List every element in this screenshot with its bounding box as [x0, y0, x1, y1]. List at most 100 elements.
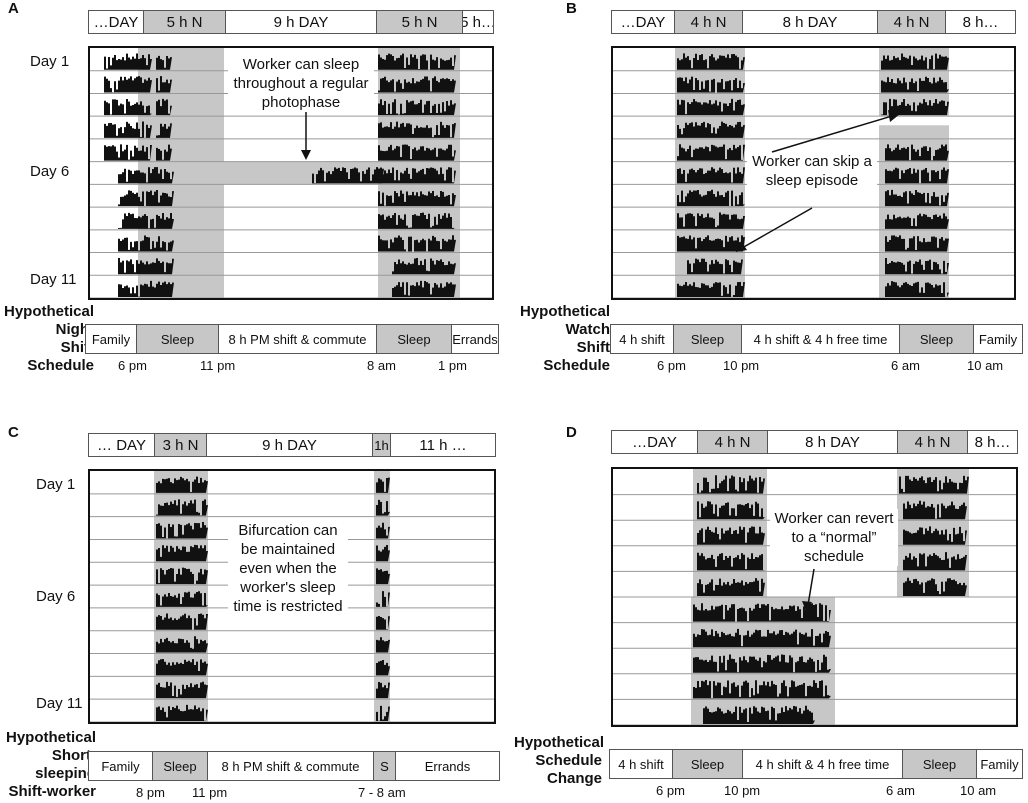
activity-burst — [378, 76, 456, 93]
day-label-11: Day 11 — [36, 695, 83, 712]
activity-burst — [376, 477, 390, 493]
schedule-sleep: Sleep — [673, 750, 743, 778]
time-label: 1 pm — [438, 358, 467, 373]
schedule-title-line: Shift-worker — [8, 783, 96, 800]
light-dark-bar: …DAY 5 h N 9 h DAY 5 h N 5 h… — [88, 10, 494, 34]
schedule-errands: Errands — [424, 758, 471, 774]
activity-burst — [376, 705, 390, 721]
panel-label: D — [566, 424, 577, 441]
activity-burst — [376, 660, 390, 676]
schedule-title-line: Night — [55, 321, 94, 338]
bar-segment-day: … DAY — [89, 434, 155, 456]
panel-a: A …DAY 5 h N 9 h DAY 5 h N 5 h… Day 1 Da… — [0, 0, 514, 401]
activity-burst — [697, 578, 765, 596]
activity-burst — [881, 53, 949, 70]
activity-burst — [903, 577, 967, 596]
activity-burst — [677, 212, 745, 229]
activity-burst — [378, 167, 456, 184]
activity-burst — [378, 121, 456, 138]
activity-burst — [697, 501, 765, 520]
bar-segment-day: 9 h DAY — [207, 434, 373, 456]
activity-burst — [376, 615, 390, 630]
activity-burst — [693, 679, 831, 699]
time-label: 6 pm — [656, 783, 685, 798]
activity-burst — [376, 522, 390, 539]
activity-burst — [703, 705, 815, 724]
bar-segment-day: 8 h… — [962, 13, 999, 31]
activity-burst — [156, 144, 172, 161]
schedule-sleep: Sleep — [674, 325, 742, 353]
activity-burst — [693, 628, 831, 648]
time-label: 11 pm — [200, 358, 236, 373]
panel-label: C — [8, 424, 19, 441]
bar-segment-day: 11 h … — [419, 436, 467, 454]
activity-burst — [903, 526, 967, 545]
activity-burst — [118, 235, 174, 252]
schedule-title-line: Hypothetical — [3, 303, 94, 320]
schedule-bar: 4 h shift Sleep 4 h shift & 4 h free tim… — [609, 749, 1023, 779]
day-label-1: Day 1 — [30, 53, 70, 70]
activity-burst — [677, 98, 745, 116]
annotation-text: Worker can sleep throughout a regular ph… — [228, 55, 374, 112]
activity-burst — [156, 123, 172, 138]
activity-burst — [376, 544, 390, 562]
activity-burst — [885, 281, 949, 297]
activity-burst — [118, 212, 174, 229]
bar-segment-night: 3 h N — [155, 434, 207, 456]
time-label: 8 pm — [136, 785, 165, 800]
activity-burst — [378, 99, 456, 116]
activity-burst — [156, 499, 208, 516]
schedule-shift-free: 4 h shift & 4 h free time — [742, 325, 900, 353]
time-label: 8 am — [367, 358, 396, 373]
activity-burst — [885, 167, 949, 184]
schedule-title-line: Shift — [576, 339, 610, 356]
activity-burst — [392, 280, 456, 297]
activity-burst — [156, 55, 172, 70]
schedule-title-line: Change — [546, 770, 602, 787]
schedule-bar: Family Sleep 8 h PM shift & commute Slee… — [85, 324, 499, 354]
bar-segment-day: 9 h DAY — [226, 11, 377, 33]
schedule-title: Hypothetical Watch Shift Schedule — [514, 303, 610, 375]
schedule-shift: 8 h PM shift & commute — [219, 325, 377, 353]
activity-burst — [677, 53, 745, 70]
panel-label: A — [8, 0, 19, 17]
activity-burst — [881, 98, 949, 116]
schedule-title-line: Schedule — [535, 752, 602, 769]
time-label: 6 am — [886, 783, 915, 798]
activity-burst — [156, 476, 208, 493]
activity-burst — [677, 144, 745, 161]
schedule-sleep: Sleep — [137, 325, 219, 353]
activity-burst — [677, 167, 745, 184]
activity-burst — [677, 235, 745, 252]
activity-burst — [104, 121, 152, 138]
bar-segment-night: 1h — [373, 434, 391, 456]
activity-burst — [677, 281, 745, 297]
schedule-title-line: sleeping — [35, 765, 96, 782]
annotation-arrow — [802, 568, 815, 611]
activity-burst — [903, 500, 967, 520]
bar-segment-day: 8 h DAY — [768, 431, 898, 453]
panel-label: B — [566, 0, 577, 17]
bar-segment-night: 5 h N — [144, 11, 226, 33]
time-label: 11 pm — [192, 785, 228, 800]
activity-burst — [104, 144, 152, 161]
activity-burst — [885, 235, 949, 252]
bar-segment-day: …DAY — [612, 11, 675, 33]
time-label: 10 am — [967, 358, 1004, 373]
bar-segment-day: 8 h… — [974, 433, 1011, 451]
schedule-title: Hypothetical Night Shift Schedule — [2, 303, 94, 375]
time-label: 7 - 8 am — [358, 785, 406, 800]
actogram-plot — [613, 48, 1014, 298]
activity-burst — [156, 704, 208, 721]
activity-burst — [899, 475, 969, 494]
time-label: 6 am — [891, 358, 920, 373]
activity-burst — [156, 591, 208, 607]
annotation-text: Worker can revert to a “normal” schedule — [770, 509, 898, 566]
activity-burst — [378, 53, 456, 70]
light-dark-bar: … DAY 3 h N 9 h DAY 1h 11 h … — [88, 433, 496, 457]
day-label-6: Day 6 — [30, 163, 70, 180]
activity-burst — [156, 567, 208, 585]
activity-burst — [697, 552, 765, 571]
activity-burst — [376, 637, 390, 653]
schedule-sleep: Sleep — [377, 325, 452, 353]
